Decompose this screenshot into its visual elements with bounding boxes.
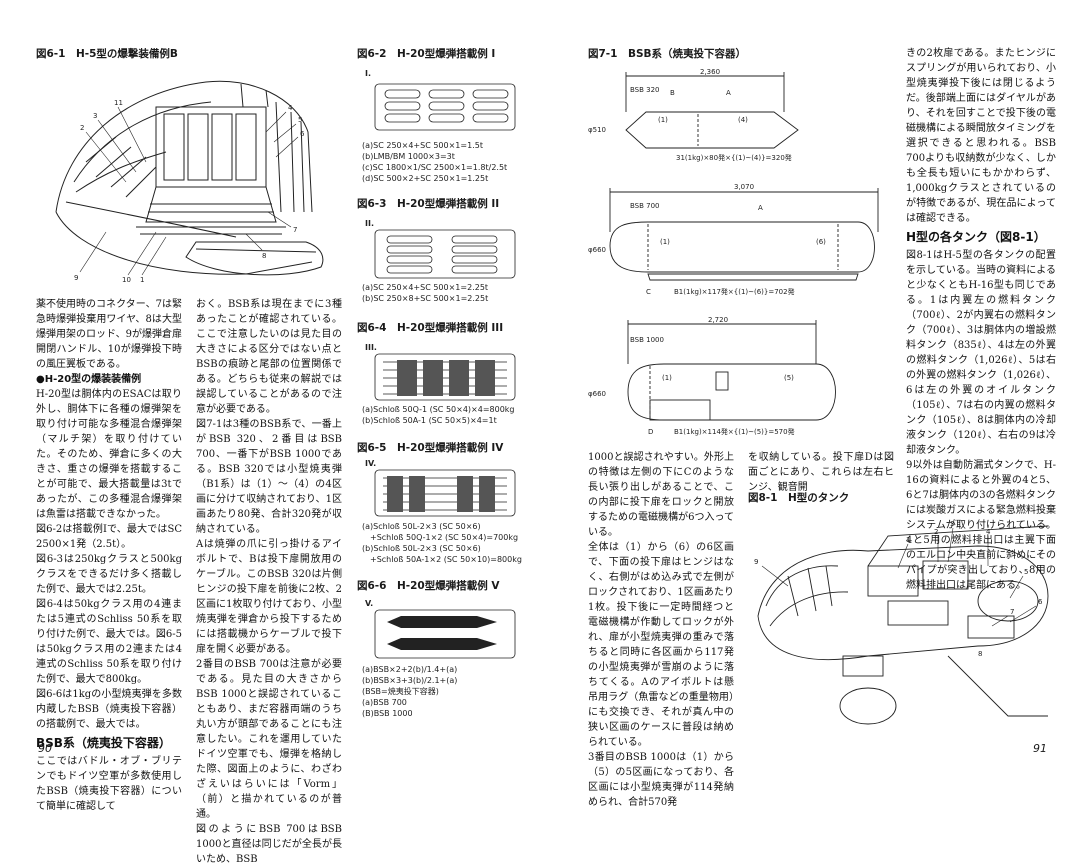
- fig8-1-callout-4: 4: [986, 528, 991, 536]
- fig6-5-diagram: IV.: [365, 459, 516, 517]
- bsb700-name: BSB 700: [630, 202, 660, 210]
- bsb700-section-6: (6): [816, 238, 826, 246]
- fig6-1-callout-5: 5: [298, 116, 302, 124]
- fig6-1-callout-3: 3: [93, 112, 97, 120]
- fig6-1-callout-2: 2: [80, 124, 84, 132]
- fig6-4-caption: 図6-4 H-20型爆弾搭載例 III: [357, 322, 504, 334]
- fig6-3-diagram: II.: [365, 219, 516, 279]
- fig8-1-callout-6: 6: [1038, 598, 1043, 606]
- fig6-6-diagram: V.: [365, 599, 516, 659]
- section-heading-bsb: BSB系（焼夷投下容器）: [36, 736, 171, 750]
- paragraph: 図のようにBSB 700はBSB 1000と直径は同じだが全長が長いため、BSB: [196, 824, 342, 865]
- fig6-2-caption: 図6-2 H-20型爆弾搭載例 I: [357, 48, 496, 60]
- paragraph: を収納している。投下扉Dは図面ごとにあり、これらは左右ヒンジ、観音開: [748, 452, 894, 493]
- paragraph: おく。BSB系は現在までに3種あったことが確認されている。ここで注意したいのは見…: [196, 299, 342, 415]
- section-heading-h20: ●H-20型の爆装装備例: [36, 374, 142, 385]
- fig8-1-tank-diagram: 9 1 2 3 4 5 6 7 8: [754, 520, 1049, 725]
- fig6-1-callout-10: 10: [122, 276, 131, 284]
- bsb320-annotation: 31(1kg)×80発×{(1)~(4)}=320発: [676, 153, 792, 162]
- fig6-4-diagram: III.: [365, 343, 516, 401]
- paragraph: 図6-4は50kgクラス用の4連または5連式のSchliss 50系を取り付けた…: [36, 599, 182, 685]
- bsb700-mark-c: C: [646, 288, 651, 296]
- paragraph: 全体は（1）から（6）の6区画で、下面の投下扉はヒンジはなく、右側がはめ込み式で…: [588, 542, 734, 748]
- fig8-1-callout-5: 5: [1024, 568, 1028, 576]
- bsb700-diameter: φ660: [588, 246, 606, 254]
- bsb320-length: 2,360: [700, 68, 720, 76]
- fig6-1-callout-11: 11: [114, 99, 123, 107]
- bsb1000-mark-d: D: [648, 428, 653, 436]
- fig7-1-caption: 図7-1 BSB系（焼夷投下容器）: [588, 48, 747, 60]
- fig8-1-callout-2: 2: [934, 528, 938, 536]
- paragraph: 1000と誤認されやすい。外形上の特徴は左側の下にCのような長い張り出しがあるこ…: [588, 452, 734, 538]
- page-number-right: 91: [1033, 742, 1047, 755]
- svg-text:I.: I.: [365, 69, 371, 78]
- bsb1000-section-5: (5): [784, 374, 794, 382]
- fig6-1-callout-9: 9: [74, 274, 78, 282]
- bsb1000-length: 2,720: [708, 316, 728, 324]
- right-column-1-text: 1000と誤認されやすい。外形上の特徴は左側の下にCのような長い張り出しがあるこ…: [588, 450, 734, 810]
- fig6-1-callout-1: 1: [140, 276, 144, 284]
- paragraph: H-20型は胴体内のESACは取り外し、胴体下に各種の爆弾架を取り付け可能な多種…: [36, 389, 182, 520]
- paragraph: 図6-6は1kgの小型焼夷弾を多数内蔵したBSB（焼夷投下容器）の搭載例で、最大…: [36, 689, 182, 730]
- fig8-1-callout-1: 1: [906, 536, 910, 544]
- right-column-3-text: きの2枚扉である。またヒンジにスプリングが用いられており、小型焼夷弾投下後には閉…: [906, 46, 1056, 593]
- fig6-1-callout-4: 4: [288, 104, 293, 112]
- paragraph: 図6-3は250kgクラスと500kgクラスをできるだけ多く搭載した例で、最大で…: [36, 554, 182, 595]
- paragraph: Aは焼弾の爪に引っ掛けるアイボルトで、Bは投下扉開放用のケーブル。このBSB 3…: [196, 539, 342, 655]
- bsb320-name: BSB 320: [630, 86, 660, 94]
- paragraph: 3番目のBSB 1000は（1）から（5）の5区画になっており、各区画には小型焼…: [588, 752, 734, 808]
- bsb700-length: 3,070: [734, 183, 754, 191]
- svg-text:II.: II.: [365, 219, 374, 228]
- bsb320-mark-b: A: [726, 89, 731, 97]
- bsb700-annotation: B1(1kg)×117発×{(1)~(6)}=702発: [674, 287, 795, 296]
- section-heading-tanks: H型の各タンク（図8-1）: [906, 230, 1046, 244]
- svg-text:III.: III.: [365, 343, 377, 352]
- bsb1000-section-1: (1): [662, 374, 672, 382]
- fig6-4-legend: (a)Schloß 50Q-1 (SC 50×4)×4=800kg (b)Sch…: [362, 405, 515, 425]
- fig6-3-legend: (a)SC 250×4+SC 500×1=2.25t (b)SC 250×8+S…: [362, 283, 489, 303]
- paragraph: 図7-1は3種のBSB系で、一番上がBSB 320、2番目はBSB 700、一番…: [196, 419, 342, 535]
- svg-text:IV.: IV.: [365, 459, 376, 468]
- fig6-3-caption: 図6-3 H-20型爆弾搭載例 II: [357, 198, 500, 210]
- bsb320-diameter: φ510: [588, 126, 606, 134]
- bsb320-section-4: (4): [738, 116, 748, 124]
- fig6-1-callout-6: 6: [300, 130, 305, 138]
- paragraph: 薬不使用時のコネクター、7は緊急時爆弾投棄用ワイヤ、8は大型爆弾用架のロッド、9…: [36, 299, 182, 370]
- right-column-2-text: を収納している。投下扉Dは図面ごとにあり、これらは左右ヒンジ、観音開: [748, 450, 894, 495]
- fig6-5-legend: (a)Schloß 50L-2×3 (SC 50×6) +Schloß 50Q-…: [362, 522, 522, 564]
- paragraph: 9以外は自動防漏式タンクで、H-16の資料によると外翼の4と5、6と7は胴体内の…: [906, 460, 1056, 591]
- fig6-1-caption: 図6-1 H-5型の爆撃装備例B: [36, 48, 178, 60]
- paragraph: きの2枚扉である。またヒンジにスプリングが用いられており、小型焼夷弾投下後には閉…: [906, 48, 1056, 224]
- paragraph: ここではバドル・オブ・ブリテンでもドイツ空軍が多数使用したBSB（焼夷投下容器）…: [36, 756, 182, 812]
- fig6-6-legend: (a)BSB×2+2(b)/1.4+(a) (b)BSB×3+3(b)/2.1+…: [362, 665, 458, 718]
- page-number-left: 90: [38, 742, 52, 755]
- fig8-1-callout-8: 8: [978, 650, 982, 658]
- left-column-1-text: 薬不使用時のコネクター、7は緊急時爆弾投棄用ワイヤ、8は大型爆弾用架のロッド、9…: [36, 297, 182, 814]
- fig8-1-callout-7: 7: [1010, 608, 1014, 616]
- fig6-6-caption: 図6-6 H-20型爆弾搭載例 V: [357, 580, 500, 592]
- bsb1000-name: BSB 1000: [630, 336, 664, 344]
- svg-text:V.: V.: [365, 599, 373, 608]
- fig6-1-aircraft-cutaway: 2 3 11 4 5 6 7 8 9 10 1: [55, 80, 324, 284]
- bsb320-section-1: (1): [658, 116, 668, 124]
- fig7-1-bsb-diagram: BSB 320 2,360 φ510 B A (1) (4) 31(1kg)×8…: [588, 68, 879, 436]
- fig8-1-callout-3: 3: [950, 520, 954, 528]
- bsb320-mark-a: B: [670, 89, 675, 97]
- bsb700-section-1: (1): [660, 238, 670, 246]
- bsb1000-diameter: φ660: [588, 390, 606, 398]
- paragraph: 図6-2は搭載例Iで、最大ではSC 2500×1発（2.5t）。: [36, 524, 182, 550]
- left-column-2-text: おく。BSB系は現在までに3種あったことが確認されている。ここで注意したいのは見…: [196, 297, 342, 867]
- paragraph: 2番目のBSB 700は注意が必要である。見た目の大きさからBSB 1000と誤…: [196, 659, 342, 820]
- fig6-2-diagram: I.: [365, 69, 516, 131]
- fig8-1-caption: 図8-1 H型のタンク: [748, 492, 850, 504]
- bsb700-mark-a: A: [758, 204, 763, 212]
- fig8-1-callout-9: 9: [754, 558, 758, 566]
- fig6-2-legend: (a)SC 250×4+SC 500×1=1.5t (b)LMB/BM 1000…: [362, 141, 508, 183]
- fig6-5-caption: 図6-5 H-20型爆弾搭載例 IV: [357, 442, 504, 454]
- fig6-1-callout-8: 8: [262, 252, 266, 260]
- paragraph: 図8-1はH-5型の各タンクの配置を示している。当時の資料によると少なくともH-…: [906, 250, 1056, 456]
- bsb1000-annotation: B1(1kg)×114発×{(1)~(5)}=570発: [674, 427, 795, 436]
- fig6-1-callout-7: 7: [293, 226, 297, 234]
